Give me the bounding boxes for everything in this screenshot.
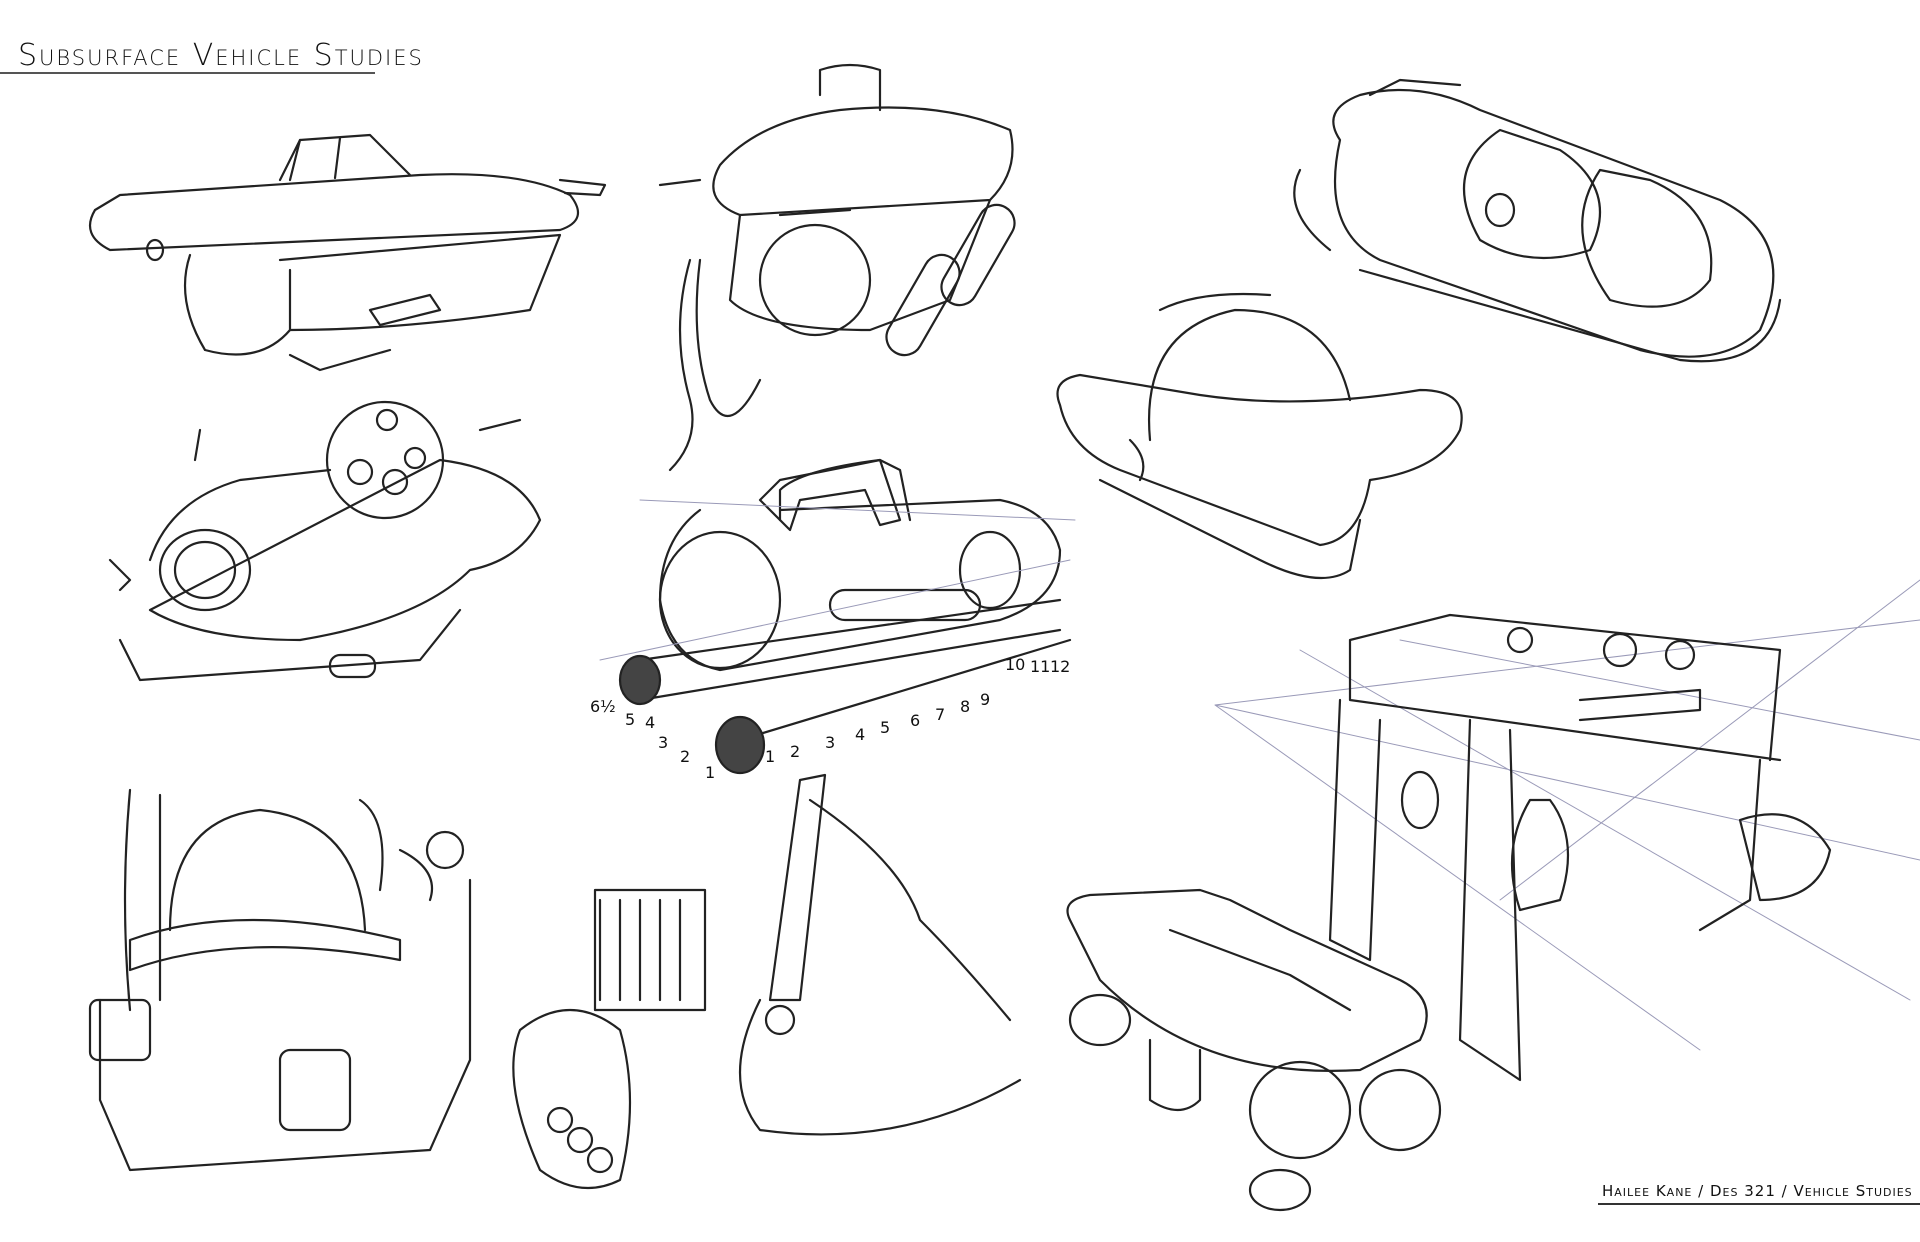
scale-label-bottom-4: 5	[880, 718, 890, 737]
sketch-bubble-pod	[1293, 78, 1782, 363]
artist-signature: Hailee Kane / Des 321 / Vehicle Studies	[1602, 1182, 1913, 1200]
page-title: Subsurface Vehicle Studies	[18, 38, 424, 73]
sketch-rov-construction: 6½ 5 4 3 2 1 1 2 3 4 5 6 7 8 9 10 11 12	[590, 458, 1076, 782]
sketch-flat-thruster-rov	[1066, 888, 1442, 1212]
title-underline	[0, 72, 375, 74]
sketch-perspective-frame-rov	[1214, 579, 1920, 1082]
scale-label-bottom-2: 3	[825, 733, 835, 752]
scale-label-left-1: 5	[625, 710, 635, 729]
sketch-porthole-dome-sub	[108, 400, 542, 682]
scale-label-bottom-0: 1	[765, 747, 775, 766]
sketch-tracked-rov-arm	[512, 773, 1022, 1190]
scale-label-left-0: 6½	[590, 697, 616, 716]
signature-underline	[1598, 1203, 1920, 1205]
sketch-submersible-front	[658, 63, 1016, 472]
scale-label-bottom-7: 8	[960, 697, 970, 716]
scale-label-bottom-11: 12	[1050, 657, 1070, 676]
scale-label-bottom-1: 2	[790, 742, 800, 761]
scale-label-left-4: 2	[680, 747, 690, 766]
scale-label-bottom-3: 4	[855, 725, 865, 744]
scale-label-left-3: 3	[658, 733, 668, 752]
scale-label-bottom-5: 6	[910, 711, 920, 730]
scale-label-bottom-8: 9	[980, 690, 990, 709]
scale-label-bottom-6: 7	[935, 705, 945, 724]
scale-label-left-5: 1	[705, 763, 715, 782]
sketch-dome-sub	[1056, 292, 1463, 580]
scale-label-left-2: 4	[645, 713, 655, 732]
scale-label-bottom-10: 11	[1030, 657, 1050, 676]
scale-label-bottom-9: 10	[1005, 655, 1025, 674]
sketch-caged-dome-sub	[88, 788, 472, 1172]
sketch-submarine-canopy	[88, 133, 607, 372]
